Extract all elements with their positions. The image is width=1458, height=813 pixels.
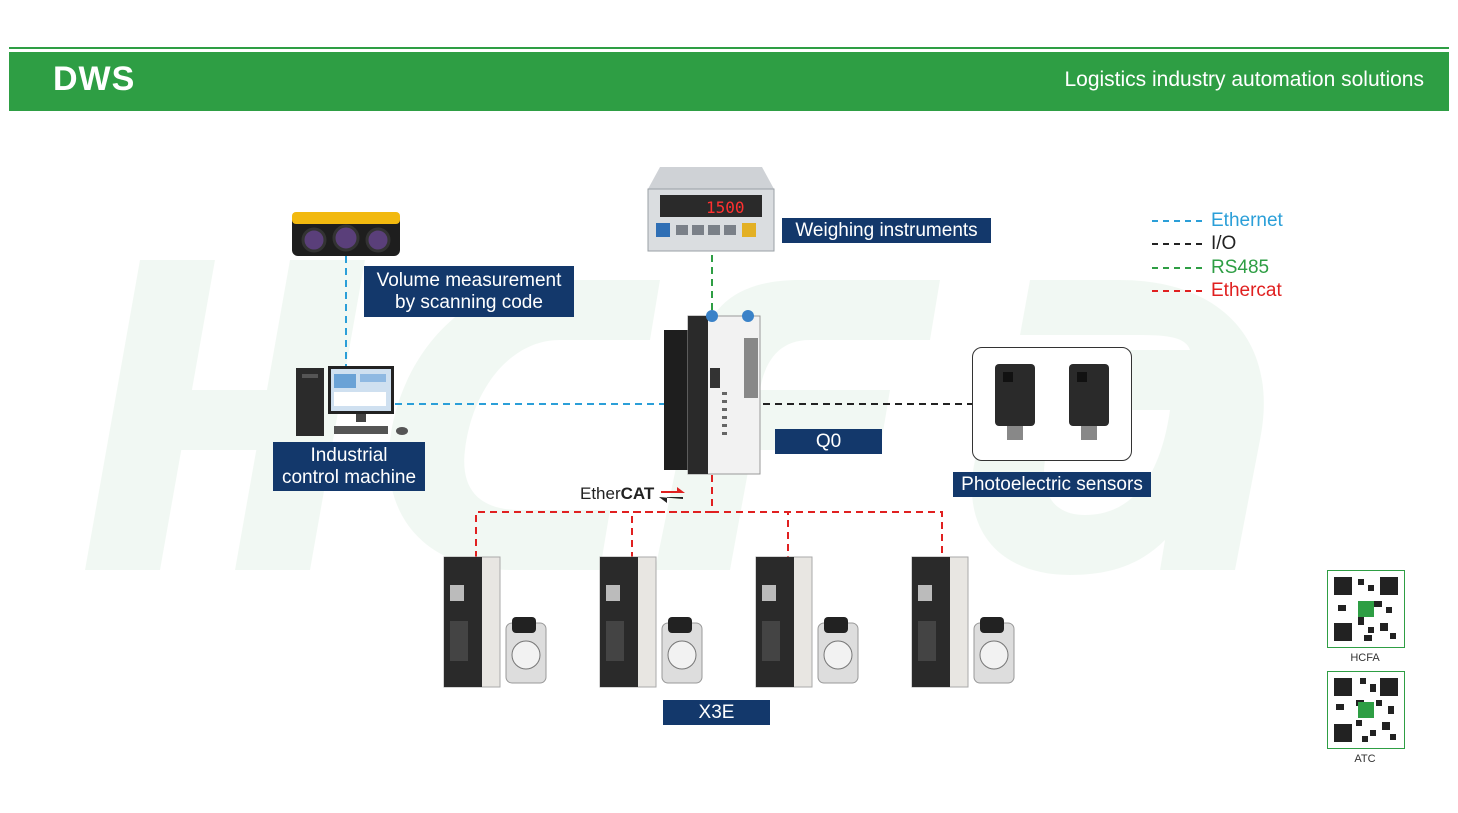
legend-item-rs485: RS485	[1152, 256, 1283, 280]
ethercat-line-3	[712, 511, 789, 557]
page-subtitle: Logistics industry automation solutions	[1064, 68, 1424, 91]
photoelectric-sensor-icon	[995, 364, 1109, 440]
header-top-line	[9, 47, 1449, 49]
qr-code-icon	[1334, 678, 1398, 742]
label-x3e: X3E	[663, 700, 770, 725]
photoelectric-sensors-panel	[972, 347, 1132, 461]
qr-code-icon	[1334, 577, 1398, 641]
q0-plc-icon	[664, 310, 761, 475]
legend-item-ethernet: Ethernet	[1152, 209, 1283, 233]
legend-item-io: I/O	[1152, 233, 1283, 257]
label-photoelectric-sensors: Photoelectric sensors	[953, 472, 1151, 497]
servo-drive-icon-4	[911, 556, 1015, 688]
industrial-computer-icon	[296, 366, 408, 436]
weigh-display-value: 1500	[706, 198, 745, 217]
qr-caption-atc: ATC	[1354, 753, 1376, 765]
label-industrial-control-machine: Industrial control machine	[273, 442, 425, 491]
ethercat-line-2	[631, 511, 712, 557]
qr-code-atc[interactable]	[1327, 671, 1405, 749]
servo-drive-icon-3	[755, 556, 859, 688]
weighing-instrument-icon: 1500	[647, 167, 775, 252]
ethercat-line-1	[475, 475, 713, 557]
ethercat-logo: EtherCAT	[580, 484, 686, 504]
page-title: DWS	[53, 60, 136, 98]
servo-drive-icon-2	[599, 556, 703, 688]
qr-caption-hcfa: HCFA	[1350, 652, 1380, 664]
label-volume-measurement: Volume measurement by scanning code	[364, 266, 574, 317]
servo-drive-icon-1	[443, 556, 547, 688]
header-banner: DWS Logistics industry automation soluti…	[9, 52, 1449, 111]
legend-item-ethercat: Ethercat	[1152, 280, 1283, 304]
ethercat-arrow-icon	[659, 486, 686, 503]
label-q0: Q0	[775, 429, 882, 454]
legend: Ethernet I/O RS485 Ethercat	[1152, 209, 1283, 303]
label-weighing-instruments: Weighing instruments	[782, 218, 991, 243]
ethercat-line-4	[712, 511, 943, 557]
x3e-servo-group	[443, 556, 1015, 688]
qr-code-hcfa[interactable]	[1327, 570, 1405, 648]
scanner-camera-icon	[292, 212, 400, 256]
